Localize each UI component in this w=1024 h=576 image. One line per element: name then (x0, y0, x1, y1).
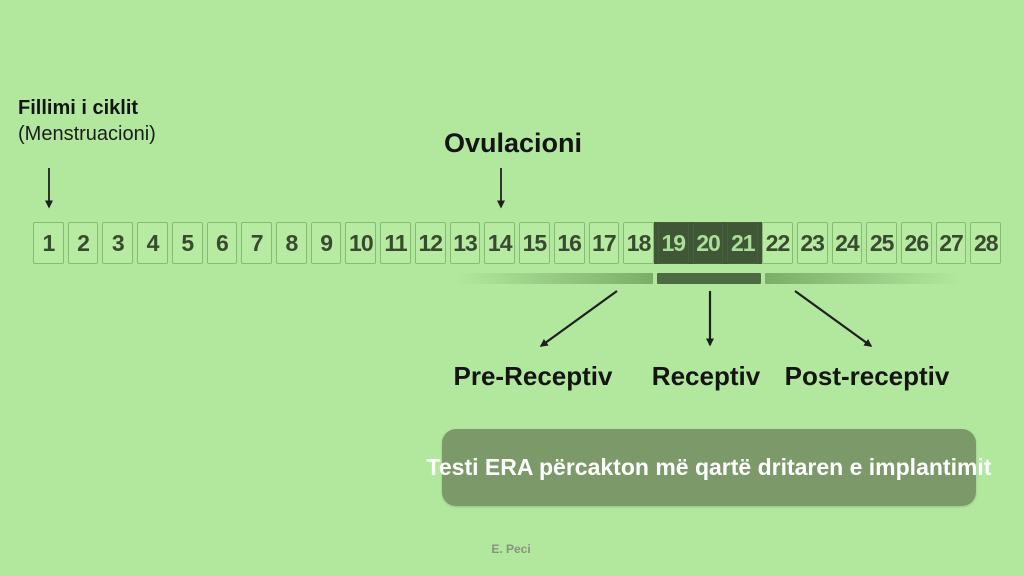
day-cell-21: 21 (727, 222, 759, 264)
day-cell-8: 8 (276, 222, 307, 264)
day-cell-11: 11 (380, 222, 411, 264)
receptive-ribbon (657, 273, 761, 284)
era-test-banner-text: Testi ERA përcakton më qartë dritaren e … (426, 454, 992, 480)
day-cell-14: 14 (484, 222, 516, 264)
day-cell-7: 7 (241, 222, 273, 264)
day-cell-1: 1 (33, 222, 64, 264)
day-cell-17: 17 (588, 222, 620, 264)
pre-receptive-arrow-icon (539, 290, 618, 347)
day-cell-13: 13 (449, 222, 481, 264)
phase-label-pre-receptive: Pre-Receptiv (453, 361, 613, 391)
day-cell-5: 5 (171, 222, 203, 264)
day-cell-23: 23 (796, 222, 828, 264)
day-cell-20: 20 (692, 222, 724, 264)
day-cell-10: 10 (345, 222, 377, 264)
phase-label-post-receptive: Post-receptiv (784, 361, 950, 391)
day-cell-27: 27 (935, 222, 967, 264)
day-cell-28: 28 (970, 222, 1002, 264)
day-cell-18: 18 (623, 222, 654, 264)
day-cell-9: 9 (310, 222, 342, 264)
day-cell-25: 25 (866, 222, 897, 264)
pre-receptive-ribbon (455, 273, 653, 284)
day-cell-6: 6 (206, 222, 238, 264)
post-receptive-ribbon (765, 273, 961, 284)
cycle-start-title: Fillimi i ciklit (18, 97, 139, 119)
ovulation-label: Ovulacioni (444, 128, 583, 158)
day-cell-19: 19 (657, 222, 689, 264)
day-cell-12: 12 (414, 222, 446, 264)
author-credit: E. Peci (491, 542, 531, 556)
era-test-banner: Testi ERA përcakton më qartë dritaren e … (427, 429, 991, 506)
phase-label-receptive: Receptiv (651, 361, 761, 391)
day-cell-26: 26 (900, 222, 932, 264)
day-cell-22: 22 (762, 222, 793, 264)
cycle-start-subtitle: (Menstruacioni) (18, 123, 156, 145)
day-cell-16: 16 (553, 222, 585, 264)
post-receptive-arrow-icon (794, 290, 873, 347)
day-cell-2: 2 (67, 222, 99, 264)
day-cell-4: 4 (137, 222, 168, 264)
day-cell-3: 3 (102, 222, 134, 264)
day-cell-15: 15 (519, 222, 550, 264)
day-cell-24: 24 (831, 222, 863, 264)
cycle-start-label: Fillimi i ciklit (Menstruacioni) (18, 95, 156, 147)
